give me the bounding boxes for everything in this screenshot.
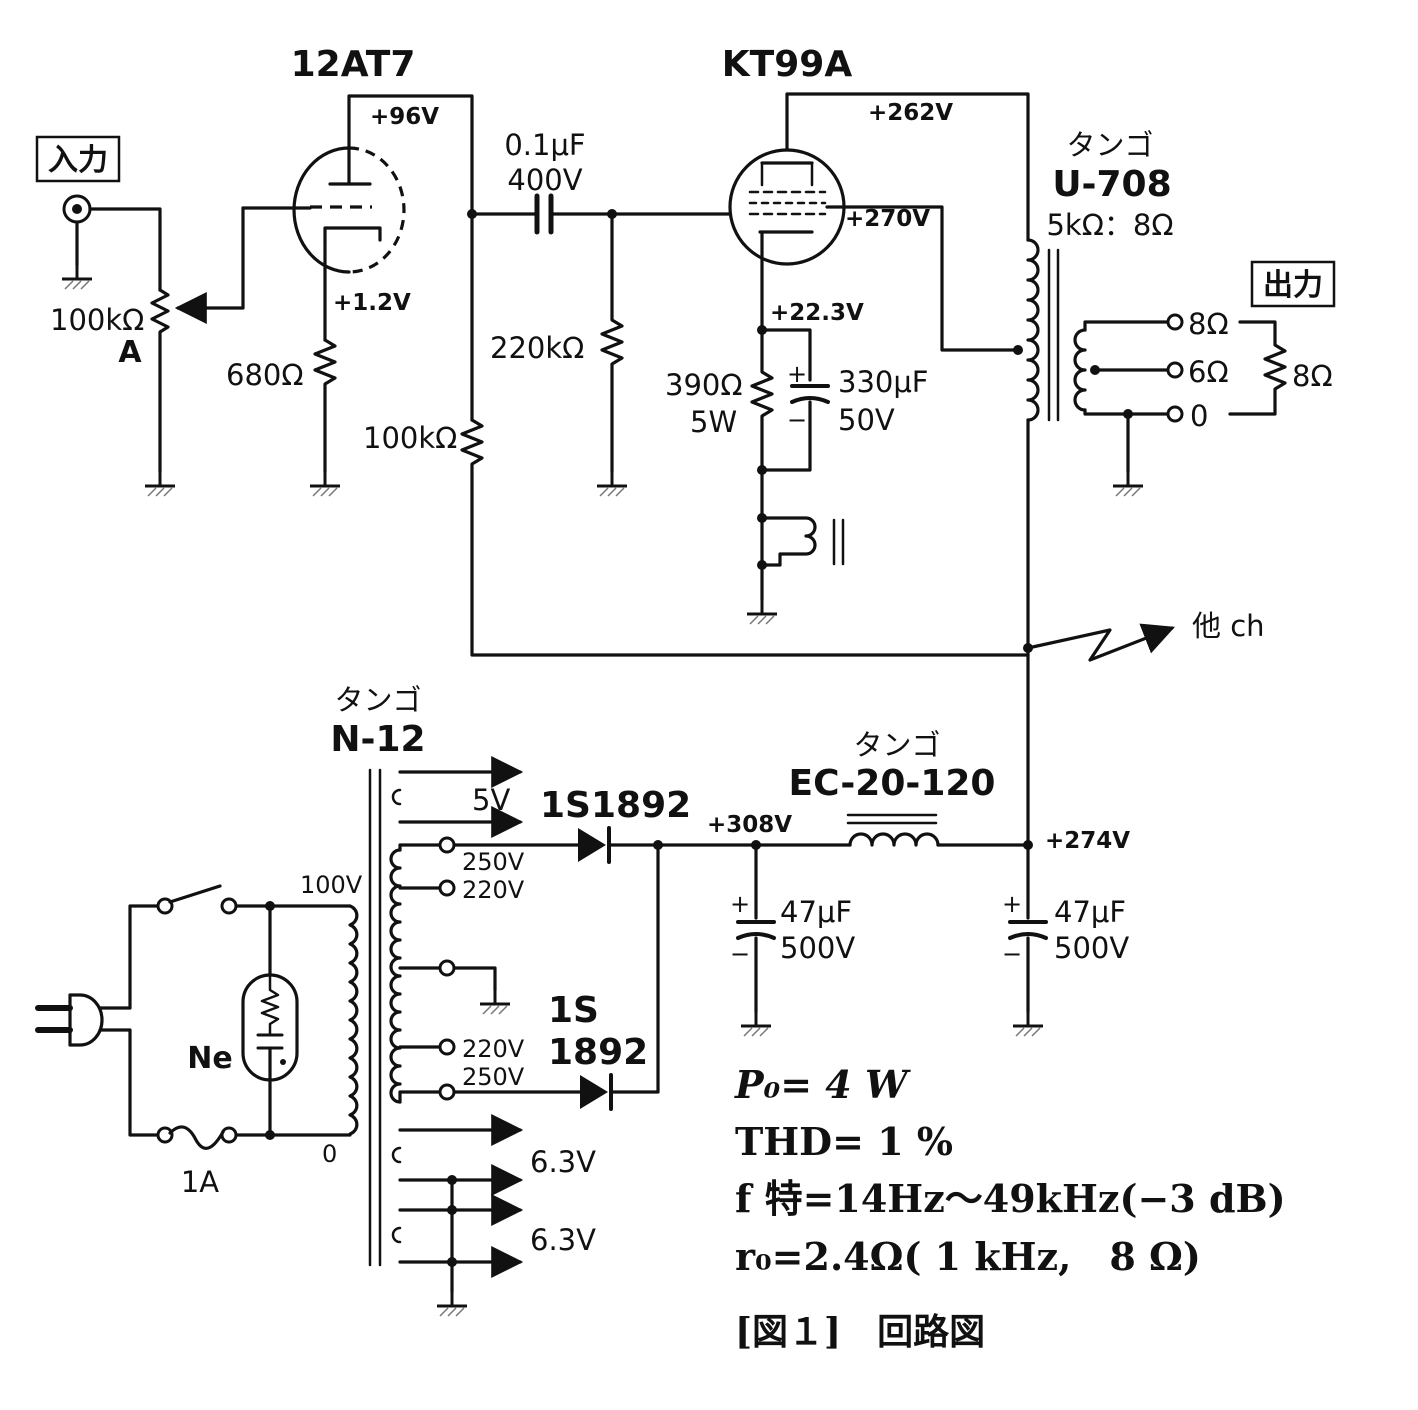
v270-label: +270V (845, 206, 930, 232)
cathode-resistor-driver (313, 338, 337, 474)
bypass-plus: + (787, 360, 807, 388)
plate-load-label: 100kΩ (363, 421, 457, 455)
pt-250v-bottom: 250V (462, 1063, 525, 1091)
cathode-resistor-driver-label: 680Ω (226, 358, 304, 392)
fc2-voltage: 500V (1054, 931, 1129, 965)
v96-label: +96V (370, 104, 439, 130)
volume-value: 100kΩ (50, 303, 144, 337)
out-tap-8: 8Ω (1188, 307, 1229, 341)
grid-leak-label: 220kΩ (490, 331, 584, 365)
pt-hv-winding (389, 848, 402, 1104)
pt-primary-0: 0 (322, 1140, 337, 1168)
coupling-cap-voltage: 400V (507, 163, 582, 197)
diode-bottom-label-2: 1892 (548, 1032, 648, 1073)
volume-taper: A (118, 335, 142, 370)
spec-thd: THD= 1 % (735, 1119, 953, 1164)
ot-model: U-708 (1052, 164, 1171, 205)
pt-220v-top: 220V (462, 876, 525, 904)
other-channel: 他 ch (1192, 609, 1265, 643)
bypass-cap-voltage: 50V (838, 403, 895, 437)
ot-maker: タンゴ (1066, 128, 1153, 162)
diode-bottom-label-1: 1S (548, 990, 599, 1031)
pt-primary (348, 904, 359, 1136)
diode-top (578, 828, 606, 862)
cathode-r-power-watt: 5W (690, 405, 737, 439)
v262-label: +262V (868, 100, 953, 126)
spec-r0: r₀=2.4Ω( 1 kHz, 8 Ω) (735, 1234, 1201, 1279)
ot-secondary (1073, 328, 1087, 412)
pt-220v-bottom: 220V (462, 1035, 525, 1063)
fc1-minus: − (730, 940, 750, 968)
bypass-minus: − (787, 406, 807, 434)
driver-tube-envelope (292, 146, 351, 274)
output-label: 出力 (1263, 268, 1323, 303)
power-tube-label: KT99A (722, 44, 853, 85)
pt-250v-top: 250V (462, 848, 525, 876)
v12-label: +1.2V (333, 290, 411, 316)
driver-tube-label: 12AT7 (291, 44, 416, 85)
pt-primary-100v: 100V (300, 871, 363, 899)
input-ground (60, 263, 94, 291)
pt-63v-2: 6.3V (530, 1223, 596, 1257)
v223-label: +22.3V (770, 300, 864, 326)
neon-label: Ne (187, 1041, 232, 1076)
spec-p0: P₀= 4 W (734, 1062, 911, 1107)
coupling-cap-value: 0.1μF (504, 128, 585, 162)
v308-label: +308V (707, 812, 792, 838)
choke-model: EC-20-120 (789, 763, 996, 804)
out-tap-0: 0 (1190, 399, 1208, 433)
fc1-plus: + (730, 890, 750, 918)
diode-top-label: 1S1892 (540, 785, 691, 826)
fuse-label: 1A (181, 1165, 219, 1199)
input-label-box (35, 135, 121, 183)
pt-model: N-12 (330, 719, 425, 760)
pt-63v-1: 6.3V (530, 1145, 596, 1179)
volume-pot (150, 288, 170, 474)
fc1-voltage: 500V (780, 931, 855, 965)
ot-ratio: 5kΩ：8Ω (1046, 208, 1173, 242)
diode-bottom (580, 1075, 608, 1109)
pt-5v: 5V (472, 783, 510, 817)
spec-freq: f 特=14Hz～49kHz(−3 dB) (735, 1176, 1286, 1221)
cathode-r-power-value: 390Ω (665, 368, 743, 402)
output-label-box (1250, 260, 1336, 308)
bypass-cap-value: 330μF (838, 365, 928, 399)
pt-maker: タンゴ (334, 683, 421, 717)
fc2-value: 47μF (1054, 895, 1126, 929)
out-tap-6: 6Ω (1188, 355, 1229, 389)
fc2-plus: + (1002, 890, 1022, 918)
choke-maker: タンゴ (853, 728, 940, 762)
volume-wiper (174, 206, 245, 324)
load-label: 8Ω (1292, 359, 1333, 393)
fc2-minus: − (1002, 940, 1022, 968)
input-label: 入力 (48, 143, 108, 178)
fc1-value: 47μF (780, 895, 852, 929)
choke-coil (848, 832, 940, 847)
v274-label: +274V (1045, 828, 1130, 854)
ot-primary (1026, 238, 1040, 422)
caption: [図１] 回路図 (735, 1311, 985, 1353)
